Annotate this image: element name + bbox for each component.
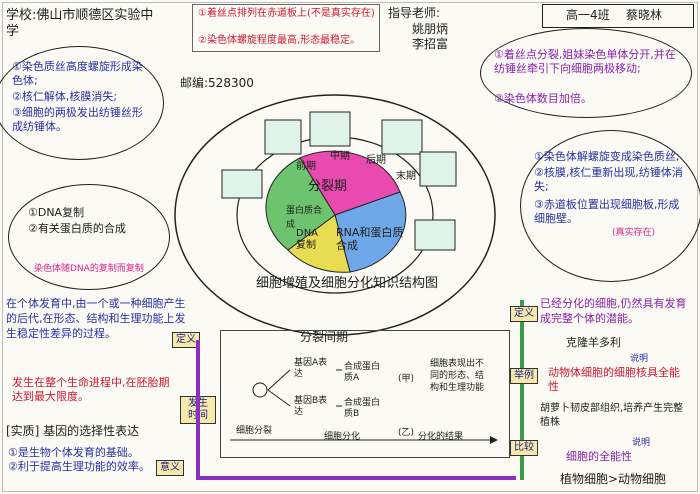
class-name: 高一4班 bbox=[566, 8, 610, 22]
flow-arrows bbox=[230, 369, 498, 444]
telophase-line1: ①染色体解螺旋变成染色质丝; bbox=[534, 150, 680, 163]
toti-compare: 植物细胞>动物细胞 bbox=[560, 472, 667, 486]
toti-plant: 细胞的全能性 bbox=[566, 450, 632, 463]
phase-center: 分裂期 bbox=[308, 179, 348, 194]
telophase-line2: ②核膜,核仁重新出现,纺锤体消失; bbox=[534, 166, 683, 193]
telophase-bubble bbox=[520, 130, 700, 282]
purple-connector-left bbox=[196, 340, 200, 480]
diff-essence: [实质] 基因的选择性表达 bbox=[6, 424, 140, 438]
flow-gene-a: 基因A表达 bbox=[294, 358, 328, 379]
flow-box bbox=[220, 330, 510, 458]
prophase-cell bbox=[221, 169, 263, 199]
flow-protein-b: 合成蛋白质B bbox=[344, 398, 381, 419]
cell-cycle-diagram bbox=[174, 94, 496, 336]
prophase-bubble bbox=[0, 46, 164, 160]
flow-cell-a: (甲) bbox=[398, 374, 415, 384]
telophase-note: (真实存在) bbox=[612, 228, 656, 238]
top-note-line1: ①着丝点排列在赤道板上(不是真实存在) bbox=[198, 8, 375, 19]
top-note-box bbox=[192, 4, 380, 52]
telophase-cell bbox=[381, 119, 423, 155]
postcode: 邮编:528300 bbox=[180, 76, 254, 90]
interphase-line2: ②有关蛋白质的合成 bbox=[28, 222, 126, 235]
flow-diff-result: 分化的结果 bbox=[418, 432, 464, 442]
interphase-cell bbox=[414, 219, 456, 251]
flow-title: 分裂间期 bbox=[300, 330, 349, 344]
flow-cell-diff: 细胞分化 bbox=[324, 432, 361, 442]
teacher-names: 姚朋炳 李招富 bbox=[412, 22, 449, 51]
prophase-line2: ②核仁解体,核膜消失; bbox=[12, 90, 118, 103]
tag-meaning: 意义 bbox=[156, 460, 184, 476]
metaphase-cell bbox=[264, 119, 302, 155]
toti-explains2: 说明 bbox=[632, 438, 651, 448]
school-name: 学校:佛山市顺德区实验中学 bbox=[6, 8, 154, 39]
interphase-line1: ①DNA复制 bbox=[28, 206, 85, 219]
toti-carrot2: 胡萝卜韧皮部组织,培养产生完整植株 bbox=[540, 403, 684, 428]
phase-dna: DNA复制 bbox=[296, 228, 319, 251]
anaphase-bubble bbox=[480, 28, 692, 118]
phase-protein: 蛋白质合成 bbox=[286, 206, 323, 230]
toti-explains: 说明 bbox=[630, 354, 649, 364]
phase-anaphase: 后期 bbox=[366, 155, 386, 166]
teacher-label: 指导老师: bbox=[388, 6, 441, 20]
ring-title: 细胞增殖及细胞分化知识结构图 bbox=[255, 276, 438, 291]
phase-metaphase: 中期 bbox=[330, 151, 350, 162]
diff-timing: 发生在整个生命进程中,在胚胎期达到最大限度。 bbox=[12, 376, 170, 403]
purple-connector-bottom bbox=[196, 476, 516, 480]
phase-rna: RNA和蛋白质合成 bbox=[336, 226, 404, 252]
diff-meaning: ①是生物个体发育的基础。 ②利于提高生理功能的效率。 bbox=[8, 446, 150, 473]
green-connector-right bbox=[520, 300, 524, 480]
flow-gene-b: 基因B表达 bbox=[294, 396, 328, 417]
flow-cell-division: 细胞分裂 bbox=[236, 426, 273, 436]
toti-animal: 动物体细胞的细胞核具全能性 bbox=[548, 366, 680, 393]
flow-result: 细胞表现出不同的形态、结构和生理功能 bbox=[430, 359, 485, 393]
student-name: 蔡晓林 bbox=[626, 8, 663, 22]
flow-protein-a: 合成蛋白质A bbox=[344, 362, 381, 383]
anaphase-cell bbox=[309, 111, 351, 147]
phase-telophase: 末期 bbox=[396, 171, 416, 182]
interphase-bubble bbox=[8, 184, 170, 290]
diff-definition: 在个体发育中,由一个或一种细胞产生的后代,在形态、结构和生理功能上发生稳定性差异… bbox=[6, 297, 186, 340]
prophase-line1: ①染色质丝高度螺旋形成染色体; bbox=[12, 60, 143, 87]
top-note-line2: ②染色体螺旋程度最高,形态最稳定。 bbox=[198, 35, 361, 46]
telophase-line3: ③赤道板位置出现细胞板,形成细胞壁。 bbox=[534, 198, 680, 225]
toti-definition: 已经分化的细胞,仍然具有发育成完整个体的潜能。 bbox=[540, 297, 687, 325]
anaphase-line2: ②染色体数目加倍。 bbox=[494, 92, 592, 105]
class-box bbox=[542, 4, 694, 28]
tag-toti-definition: 定义 bbox=[510, 306, 538, 322]
toti-carrot: 克隆羊多利 bbox=[566, 336, 621, 349]
flow-cell-b: (乙) bbox=[398, 428, 415, 438]
tag-example: 举例 bbox=[510, 368, 538, 384]
interphase-line3: 染色体随DNA的复制而复制 bbox=[34, 264, 144, 274]
telophase-cell-2 bbox=[419, 151, 457, 187]
tag-compare: 比较 bbox=[510, 440, 538, 456]
anaphase-line1: ①着丝点分裂,姐妹染色单体分开,并在纺锤丝牵引下向细胞两极移动; bbox=[494, 48, 676, 75]
phase-prophase: 前期 bbox=[296, 161, 316, 172]
prophase-line3: ③细胞的两极发出纺锤丝形成纺锤体。 bbox=[12, 106, 143, 133]
